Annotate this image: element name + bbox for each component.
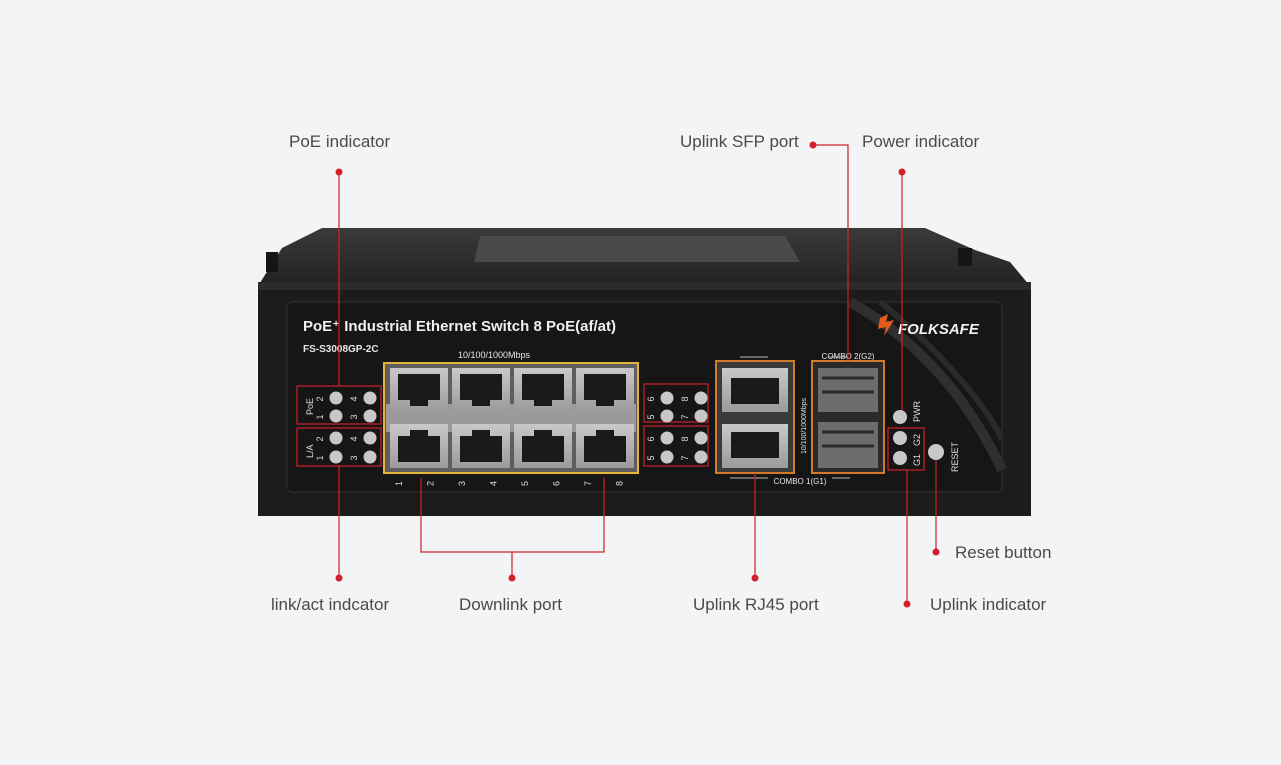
status-panel: PWR G2 G1 RESET — [887, 401, 960, 472]
led-number-label: 3 — [349, 455, 359, 460]
led-indicator — [694, 409, 708, 423]
led-number-label: 2 — [315, 396, 325, 401]
rj45-port — [390, 368, 448, 412]
left-led-block: PoE L/A 2 4 1 3 2 4 1 3 — [296, 385, 382, 467]
led-number-label: 7 — [680, 414, 690, 419]
pwr-label: PWR — [912, 401, 922, 422]
led-indicator — [660, 450, 674, 464]
led-indicator — [363, 450, 377, 464]
callout-power-indicator: Power indicator — [862, 132, 980, 151]
rj45-port — [452, 368, 510, 412]
combo-bottom-label: COMBO 1(G1) — [774, 477, 827, 486]
callout-link-act: link/act indcator — [271, 595, 390, 614]
led-group-poe-label: PoE — [305, 398, 315, 415]
g2-label: G2 — [912, 434, 922, 446]
device-model: FS-S3008GP-2C — [303, 344, 379, 355]
led-indicator — [363, 431, 377, 445]
uplink-sfp-block: COMBO 2(G2) COMBO 1(G1) — [730, 352, 885, 486]
brand-mark-icon — [878, 314, 894, 336]
led-number-label: 3 — [349, 414, 359, 419]
led-number-label: 2 — [315, 436, 325, 441]
rj45-port — [390, 424, 448, 468]
led-indicator — [694, 391, 708, 405]
port-number-label: 1 — [394, 481, 404, 486]
rj45-port — [514, 368, 572, 412]
led-indicator — [363, 391, 377, 405]
chassis — [258, 228, 1031, 516]
reset-label: RESET — [950, 441, 960, 472]
port-number-label: 7 — [583, 481, 593, 486]
g1-label: G1 — [912, 454, 922, 466]
brand-name: FOLKSAFE — [898, 321, 980, 338]
callout-reset-button: Reset button — [955, 543, 1052, 562]
callout-downlink: Downlink port — [459, 595, 562, 614]
callout-dots — [335, 141, 940, 608]
callout-lines — [338, 144, 937, 604]
led-indicator — [329, 409, 343, 423]
brand-logo: FOLKSAFE — [878, 314, 980, 338]
rj45-port — [514, 424, 572, 468]
led-number-label: 1 — [315, 455, 325, 460]
port-number-label: 4 — [489, 481, 499, 486]
led-number-label: 7 — [680, 455, 690, 460]
reset-button[interactable] — [928, 444, 944, 460]
led-number-label: 8 — [680, 436, 690, 441]
speed-label: 10/100/1000Mbps — [458, 350, 531, 360]
led-number-label: 6 — [646, 396, 656, 401]
callout-uplink-sfp: Uplink SFP port — [680, 132, 799, 151]
led-indicator — [329, 431, 343, 445]
callout-uplink-indicator: Uplink indicator — [930, 595, 1047, 614]
led-number-label: 5 — [646, 414, 656, 419]
callout-uplink-rj45: Uplink RJ45 port — [693, 595, 819, 614]
uplink-rj45-block: 10/100/1000Mbps — [715, 360, 808, 474]
led-indicator — [660, 409, 674, 423]
port-number-label: 8 — [615, 481, 625, 486]
port-number-label: 6 — [552, 481, 562, 486]
led-indicator — [694, 431, 708, 445]
port-number-label: 3 — [457, 481, 467, 486]
led-indicator — [363, 409, 377, 423]
pwr-led — [893, 410, 907, 424]
uplink-speed-label: 10/100/1000Mbps — [801, 397, 808, 454]
led-indicator — [329, 450, 343, 464]
downlink-port-block: 1 2 3 4 5 6 7 8 — [383, 362, 639, 486]
led-number-label: 6 — [646, 436, 656, 441]
device-title: PoE⁺ Industrial Ethernet Switch 8 PoE(af… — [303, 318, 616, 335]
rj45-port — [576, 424, 634, 468]
led-number-label: 4 — [349, 396, 359, 401]
led-indicator — [329, 391, 343, 405]
led-number-label: 4 — [349, 436, 359, 441]
rj45-port — [452, 424, 510, 468]
led-group-la-label: L/A — [305, 444, 315, 458]
callout-poe-indicator: PoE indicator — [289, 132, 391, 151]
led-number-label: 8 — [680, 396, 690, 401]
led-indicator — [694, 450, 708, 464]
led-number-label: 1 — [315, 414, 325, 419]
port-number-label: 5 — [520, 481, 530, 486]
port-number-label: 2 — [426, 481, 436, 486]
g2-led — [893, 431, 907, 445]
led-indicator — [660, 431, 674, 445]
led-indicator — [660, 391, 674, 405]
led-number-label: 5 — [646, 455, 656, 460]
rj45-port — [576, 368, 634, 412]
g1-led — [893, 451, 907, 465]
right-led-block: 6 8 5 7 6 8 5 7 — [643, 383, 709, 467]
